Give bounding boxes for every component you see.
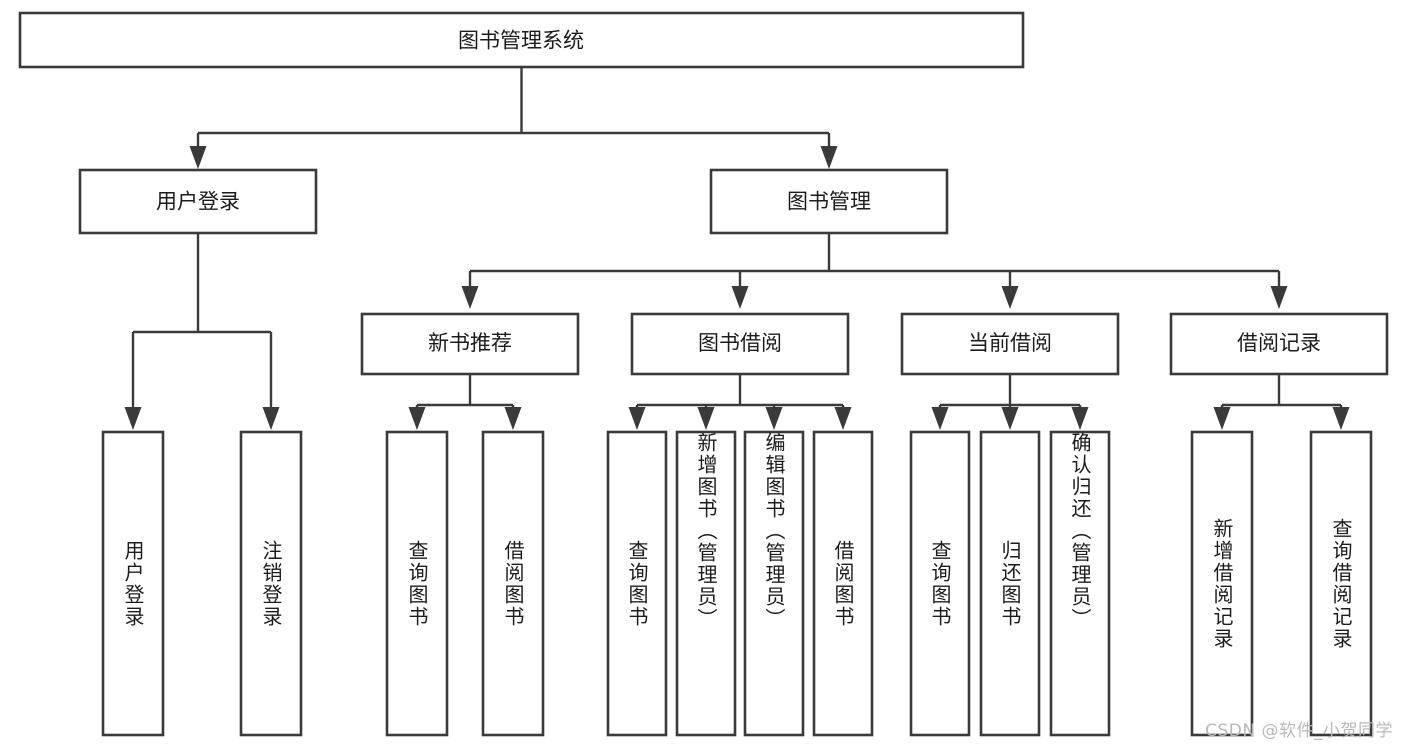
leaf-box-book-borrow-0[interactable] — [606, 430, 668, 737]
leaf-label-user-login-0: 用户登录 — [121, 539, 145, 628]
connector-userlogin-to-leaves — [124, 233, 280, 430]
node-new-book-recommend-label: 新书推荐 — [428, 331, 512, 355]
leaf-label-current-borrow-1: 归还图书 — [998, 539, 1022, 628]
leaf-box-user-login-0[interactable] — [101, 430, 165, 737]
leaf-box-current-borrow-0[interactable] — [909, 430, 971, 737]
leaf-label-new-book-1: 借阅图书 — [501, 539, 525, 628]
node-borrow-record-label: 借阅记录 — [1237, 331, 1321, 355]
connector-bookmgmt-to-level3 — [461, 233, 1288, 309]
leaf-label-user-login-1: 注销登录 — [259, 539, 283, 628]
node-book-management[interactable]: 图书管理 — [709, 168, 949, 235]
node-root-label: 图书管理系统 — [458, 29, 584, 53]
connector-borrowrecord-to-leaves — [1213, 374, 1350, 430]
leaf-label-book-borrow-3: 借阅图书 — [831, 539, 855, 628]
leaf-box-borrow-record-0[interactable] — [1190, 430, 1254, 737]
node-borrow-record[interactable]: 借阅记录 — [1169, 312, 1389, 376]
leaf-label-book-borrow-0: 查询图书 — [625, 539, 649, 628]
leaf-box-current-borrow-1[interactable] — [979, 430, 1041, 737]
connector-bookborrow-to-leaves — [628, 374, 852, 430]
node-book-borrow[interactable]: 图书借阅 — [630, 312, 850, 376]
leaf-box-new-book-1[interactable] — [481, 430, 545, 737]
node-user-login[interactable]: 用户登录 — [78, 168, 318, 235]
leaf-box-new-book-0[interactable] — [385, 430, 449, 737]
leaf-label-current-borrow-2: 确认归还（管理员） — [1068, 432, 1092, 630]
connector-newbook-to-leaves — [408, 374, 522, 430]
leaf-box-borrow-record-1[interactable] — [1309, 430, 1373, 737]
leaf-label-borrow-record-0: 新增借阅记录 — [1210, 517, 1234, 650]
node-current-borrow[interactable]: 当前借阅 — [900, 312, 1120, 376]
leaf-box-book-borrow-2[interactable] — [743, 430, 805, 737]
leaf-box-book-borrow-3[interactable] — [812, 430, 874, 737]
leaf-label-book-borrow-1: 新增图书（管理员） — [694, 432, 718, 630]
leaf-box-book-borrow-1[interactable] — [675, 430, 737, 737]
node-user-login-label: 用户登录 — [156, 190, 240, 214]
leaf-box-user-login-1[interactable] — [239, 430, 303, 737]
node-book-management-label: 图书管理 — [787, 190, 871, 214]
node-root[interactable]: 图书管理系统 — [18, 11, 1025, 69]
connector-root-to-level2 — [189, 67, 838, 169]
connector-currentborrow-to-leaves — [931, 374, 1089, 430]
leaf-label-borrow-record-1: 查询借阅记录 — [1329, 517, 1353, 650]
node-current-borrow-label: 当前借阅 — [968, 331, 1052, 355]
leaf-box-current-borrow-2[interactable] — [1049, 430, 1111, 737]
leaf-label-new-book-0: 查询图书 — [405, 539, 429, 628]
csdn-watermark: CSDN @软件_小贺同学 — [1205, 721, 1393, 741]
node-new-book-recommend[interactable]: 新书推荐 — [360, 312, 580, 376]
leaf-label-book-borrow-2: 编辑图书（管理员） — [762, 432, 786, 630]
leaf-label-current-borrow-0: 查询图书 — [928, 539, 952, 628]
node-book-borrow-label: 图书借阅 — [698, 331, 782, 355]
